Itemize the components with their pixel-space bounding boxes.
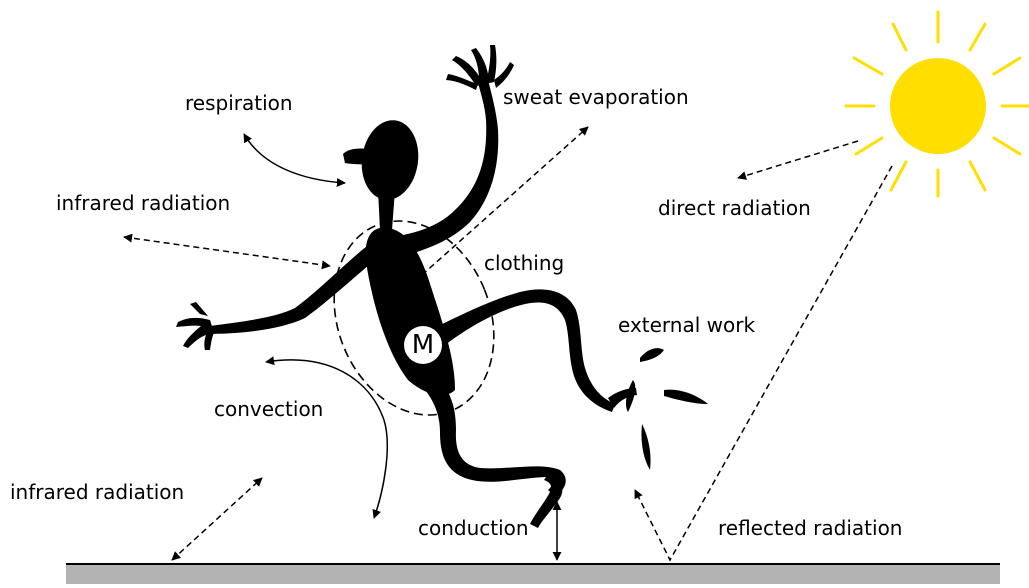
label-infrared-radiation-upper: infrared radiation — [56, 193, 230, 213]
label-sweat-evaporation: sweat evaporation — [503, 87, 689, 107]
reflected-radiation-arrow — [635, 166, 892, 560]
respiration-arrow — [244, 134, 345, 183]
sun-icon — [846, 12, 1029, 196]
label-external-work: external work — [618, 315, 755, 335]
label-convection: convection — [214, 399, 323, 419]
human-figure — [176, 45, 637, 528]
label-metabolism: M — [403, 332, 443, 358]
label-infrared-radiation-lower: infrared radiation — [10, 482, 184, 502]
convection-arrow — [266, 360, 387, 518]
label-conduction: conduction — [418, 518, 529, 538]
label-respiration: respiration — [185, 93, 293, 113]
infrared-radiation-upper-arrow — [124, 237, 330, 266]
ground-surface — [66, 565, 1000, 584]
label-reflected-radiation: reflected radiation — [718, 518, 902, 538]
label-clothing: clothing — [484, 253, 564, 273]
direct-radiation-arrow — [738, 141, 858, 178]
external-work-splashes — [626, 348, 708, 470]
infrared-radiation-lower-arrow — [172, 478, 262, 560]
label-direct-radiation: direct radiation — [658, 198, 811, 218]
